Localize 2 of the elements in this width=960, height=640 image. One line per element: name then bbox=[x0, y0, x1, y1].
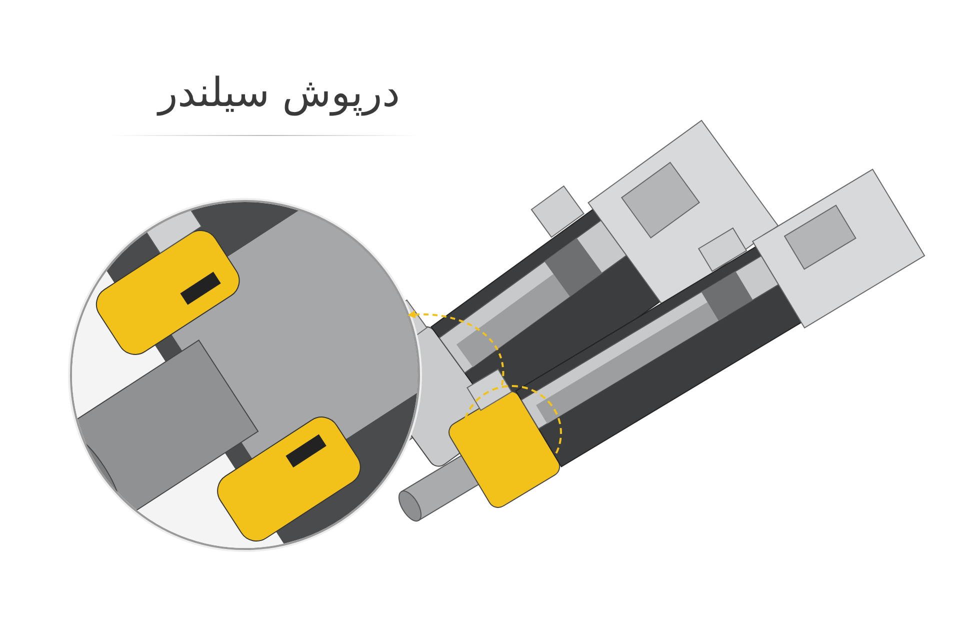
dashed-arrow bbox=[407, 310, 504, 386]
title: درپوش سیلندر bbox=[158, 70, 400, 116]
